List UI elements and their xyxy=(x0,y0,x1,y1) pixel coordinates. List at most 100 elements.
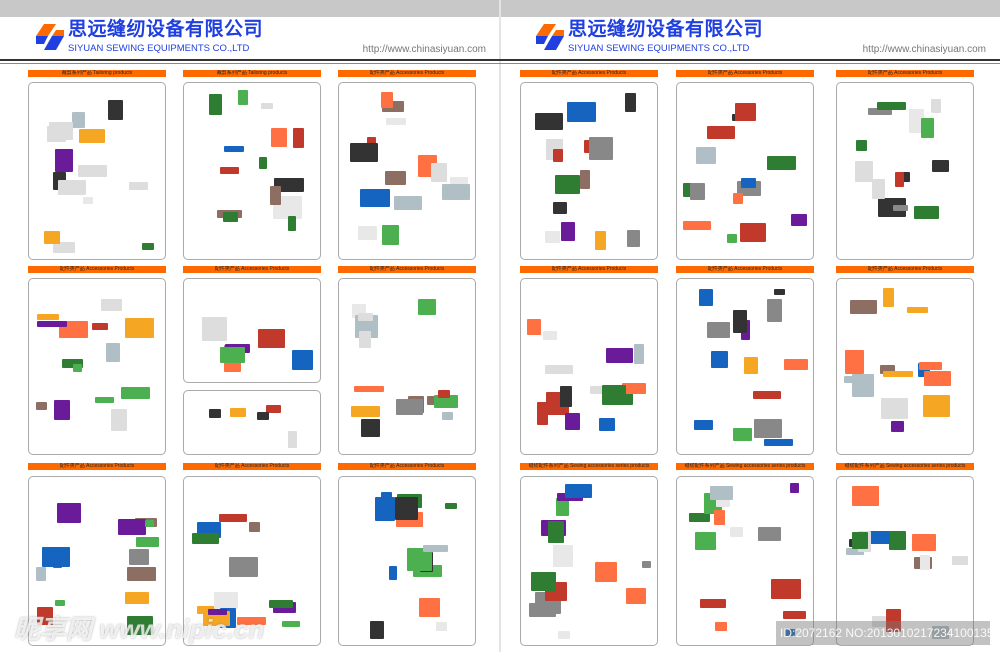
product-image xyxy=(91,322,109,331)
section-label: 配件类产品 Accessories Products xyxy=(28,266,166,273)
product-image xyxy=(913,205,939,220)
product-image xyxy=(595,562,617,582)
product-image xyxy=(208,608,227,615)
product-image xyxy=(82,197,93,205)
product-image xyxy=(224,146,245,153)
product-image xyxy=(734,102,756,121)
product-panel xyxy=(338,278,476,455)
product-image xyxy=(909,109,924,133)
product-panel xyxy=(520,82,658,260)
section-label: 裁剪系列产品 Tailoring products xyxy=(183,70,321,77)
product-image xyxy=(273,178,304,193)
product-image xyxy=(386,118,406,125)
product-image xyxy=(142,243,155,251)
product-image xyxy=(560,386,573,408)
product-image xyxy=(350,406,381,417)
product-image xyxy=(417,299,437,315)
product-image xyxy=(641,561,651,569)
product-image xyxy=(58,180,86,195)
product-image xyxy=(732,310,747,334)
product-panel xyxy=(183,278,321,383)
product-image xyxy=(101,298,123,312)
product-panel xyxy=(28,278,166,455)
product-image xyxy=(739,222,767,243)
product-panel xyxy=(520,476,658,646)
product-image xyxy=(530,571,557,591)
product-image xyxy=(282,620,301,628)
siyuan-logo-icon xyxy=(536,24,564,50)
product-image xyxy=(918,362,930,378)
product-image xyxy=(921,118,935,139)
product-image xyxy=(450,177,469,185)
product-image xyxy=(627,229,641,248)
product-image xyxy=(709,485,734,500)
product-image xyxy=(924,371,952,386)
product-image xyxy=(764,439,793,446)
product-image xyxy=(564,413,581,430)
product-image xyxy=(261,102,273,109)
product-image xyxy=(767,298,782,322)
product-image xyxy=(694,531,717,550)
product-image xyxy=(136,537,159,548)
product-image xyxy=(370,621,384,639)
section-label: 配件类产品 Accessories Products xyxy=(338,463,476,470)
product-image xyxy=(536,401,548,426)
product-image xyxy=(733,192,744,205)
product-panel xyxy=(676,82,814,260)
product-image xyxy=(754,419,782,438)
product-panel xyxy=(676,476,814,646)
product-image xyxy=(951,556,968,566)
product-image xyxy=(851,485,879,507)
section-label: 缝纫配件系列产品 Sewing accessories series produ… xyxy=(676,463,814,470)
product-image xyxy=(222,212,239,223)
product-image xyxy=(599,417,616,431)
product-image xyxy=(844,349,864,374)
product-image xyxy=(36,401,47,411)
section-label: 配件类产品 Accessories Products xyxy=(28,463,166,470)
product-image xyxy=(594,230,606,250)
product-image xyxy=(561,222,575,242)
product-image xyxy=(375,497,395,521)
product-image xyxy=(931,625,950,640)
product-image xyxy=(872,616,886,628)
product-image xyxy=(880,398,908,420)
product-image xyxy=(445,502,458,510)
product-image xyxy=(931,160,950,172)
left-page: 思远缝纫设备有限公司 SIYUAN SEWING EQUIPMENTS CO.,… xyxy=(0,19,500,64)
product-image xyxy=(270,128,288,147)
product-panel xyxy=(338,476,476,646)
product-image xyxy=(55,148,74,173)
product-image xyxy=(125,591,149,605)
product-image xyxy=(394,497,419,520)
product-image xyxy=(868,108,892,115)
product-image xyxy=(552,201,568,214)
product-image xyxy=(395,398,424,415)
company-url: http://www.chinasiyuan.com xyxy=(362,44,486,55)
product-image xyxy=(350,143,378,163)
header-rule-thin xyxy=(0,63,500,64)
siyuan-logo-icon xyxy=(36,24,64,50)
product-panel xyxy=(183,82,321,260)
product-image xyxy=(923,394,950,417)
company-name-cn: 思远缝纫设备有限公司 xyxy=(568,19,764,40)
product-image xyxy=(743,357,759,375)
product-image xyxy=(41,547,70,568)
product-image xyxy=(54,599,66,607)
product-image xyxy=(258,328,285,349)
product-image xyxy=(108,100,123,121)
product-image xyxy=(53,400,71,421)
product-image xyxy=(757,527,782,542)
product-image xyxy=(767,156,796,171)
watermark-id: ID:2072162 NO:20130102172341001358 xyxy=(776,621,1000,645)
product-image xyxy=(43,231,60,244)
product-image xyxy=(117,518,146,535)
product-panel xyxy=(28,476,166,646)
product-image xyxy=(554,175,581,194)
product-panel xyxy=(836,476,974,646)
product-image xyxy=(384,171,406,186)
section-label: 配件类产品 Accessories Products xyxy=(836,266,974,273)
product-image xyxy=(689,512,710,523)
section-label: 配件类产品 Accessories Products xyxy=(183,463,321,470)
product-image xyxy=(268,599,293,608)
product-image xyxy=(126,566,157,581)
